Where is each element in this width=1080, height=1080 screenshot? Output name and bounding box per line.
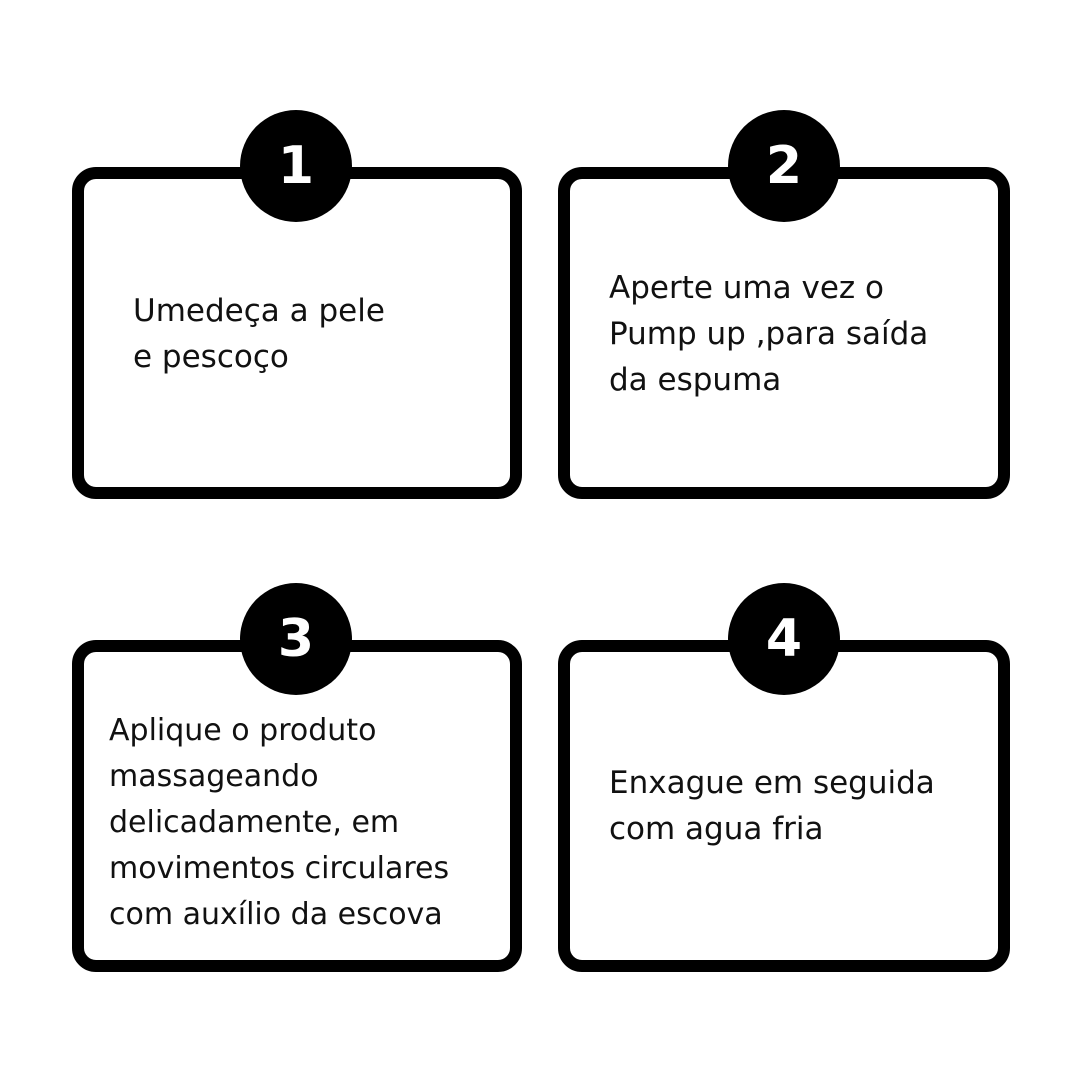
step-1-line: e pescoço [133, 339, 289, 375]
step-card-2 [558, 167, 1010, 499]
step-number-badge-3: 3 [240, 583, 352, 695]
step-text-1: Umedeça a pele e pescoço [133, 288, 385, 380]
step-4-line: com agua fria [609, 811, 824, 847]
step-2-line: Pump up ,para saída [609, 316, 929, 352]
step-number-badge-4: 4 [728, 583, 840, 695]
step-4-line: Enxague em seguida [609, 765, 935, 801]
step-text-2: Aperte uma vez o Pump up ,para saída da … [609, 265, 928, 403]
step-3-line: movimentos circulares [109, 851, 450, 886]
step-3-line: com auxílio da escova [109, 897, 443, 932]
step-1-line: Umedeça a pele [133, 293, 385, 329]
step-2-line: Aperte uma vez o [609, 270, 884, 306]
step-number-badge-1: 1 [240, 110, 352, 222]
step-text-4: Enxague em seguida com agua fria [609, 760, 935, 852]
step-card-3 [72, 640, 522, 972]
step-3-line: delicadamente, em [109, 805, 400, 840]
step-card-1 [72, 167, 522, 499]
step-2-line: da espuma [609, 362, 782, 398]
step-text-3: Aplique o produto massageando delicadame… [109, 708, 449, 938]
step-card-4 [558, 640, 1010, 972]
step-3-line: massageando [109, 759, 319, 794]
step-3-line: Aplique o produto [109, 713, 377, 748]
step-number-badge-2: 2 [728, 110, 840, 222]
